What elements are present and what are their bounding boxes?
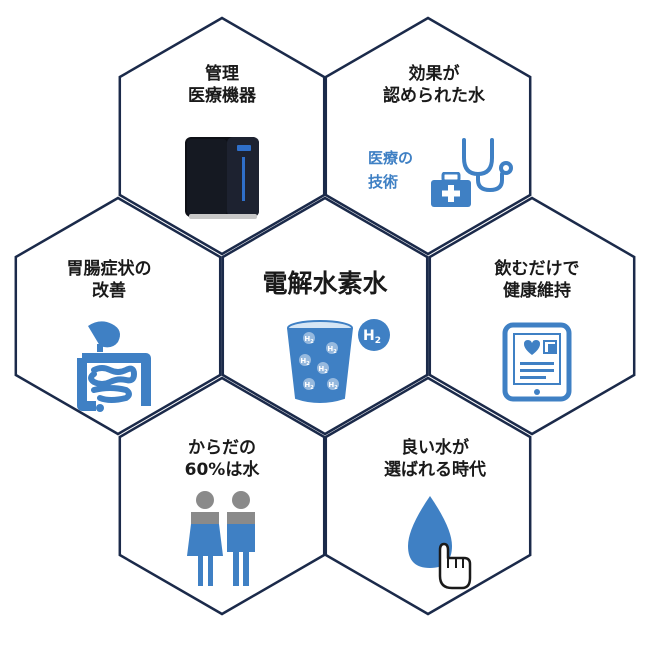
svg-text:H2: H2	[318, 365, 328, 375]
molecule-label: H	[328, 381, 334, 389]
water-purifier-icon	[185, 137, 259, 219]
label-line: 医療機器	[188, 86, 256, 107]
molecule-label: H	[304, 335, 310, 343]
label-good-water: 良い水が 選ばれる時代	[350, 437, 520, 481]
label-line: 認められた水	[383, 86, 485, 107]
tablet-health-icon	[502, 322, 572, 402]
label-effect: 効果が 認められた水	[354, 63, 514, 107]
svg-text:H2: H2	[328, 381, 338, 391]
molecule-sub: 2	[334, 385, 338, 391]
svg-text:H2: H2	[304, 381, 314, 391]
people-icon	[187, 491, 255, 586]
label-line: 飲むだけで	[494, 259, 580, 279]
label-health: 飲むだけで 健康維持	[467, 258, 607, 302]
h2-badge-icon: H2	[358, 319, 390, 351]
label-line: 良い水が	[401, 438, 469, 458]
molecule-sub: 2	[324, 369, 328, 375]
molecule-label: H	[300, 357, 306, 365]
molecule-label: H	[304, 381, 310, 389]
label-medical-device: 管理 医療機器	[162, 63, 282, 107]
sub-line: 技術	[368, 173, 399, 191]
hex-effect	[324, 16, 532, 256]
label-body-water: からだの 60%は水	[152, 437, 292, 481]
molecule-sub: 2	[333, 349, 337, 355]
water-drop-hand-icon	[408, 496, 472, 590]
hex-center	[221, 196, 429, 436]
label-medical-technology: 医療の 技術	[368, 146, 413, 194]
label-line: 効果が	[408, 64, 460, 84]
stethoscope-icon	[462, 138, 513, 193]
center-title: 電解水素水	[262, 269, 388, 298]
molecule-label: H	[327, 345, 333, 353]
hex-good-water	[324, 376, 532, 616]
svg-text:H2: H2	[363, 328, 381, 346]
label-line: 選ばれる時代	[384, 460, 486, 481]
badge-label: H	[363, 328, 375, 344]
svg-text:H2: H2	[304, 335, 314, 345]
hex-medical-device	[118, 16, 326, 256]
intestine-icon	[77, 321, 151, 412]
first-aid-kit-icon	[431, 172, 471, 207]
molecule-label: H	[318, 365, 324, 373]
sub-line: 医療の	[368, 149, 414, 167]
label-center: 電解水素水	[225, 269, 425, 299]
svg-text:H2: H2	[327, 345, 337, 355]
molecule-sub: 2	[310, 339, 314, 345]
badge-sub: 2	[375, 336, 381, 346]
label-line: 健康維持	[503, 281, 571, 302]
label-line: からだの	[188, 438, 256, 458]
water-glass-icon: H2 H2 H2 H2 H2 H2	[287, 320, 353, 403]
svg-text:H2: H2	[300, 357, 310, 367]
molecule-sub: 2	[310, 385, 314, 391]
label-line: 60%は水	[184, 460, 260, 481]
label-line: 管理	[205, 64, 239, 84]
label-gut: 胃腸症状の 改善	[44, 258, 174, 302]
label-line: 胃腸症状の	[66, 259, 152, 279]
label-line: 改善	[92, 281, 126, 302]
hex-body-water	[118, 376, 326, 616]
hex-health	[428, 196, 636, 436]
hex-gut	[14, 196, 222, 436]
molecule-sub: 2	[306, 361, 310, 367]
